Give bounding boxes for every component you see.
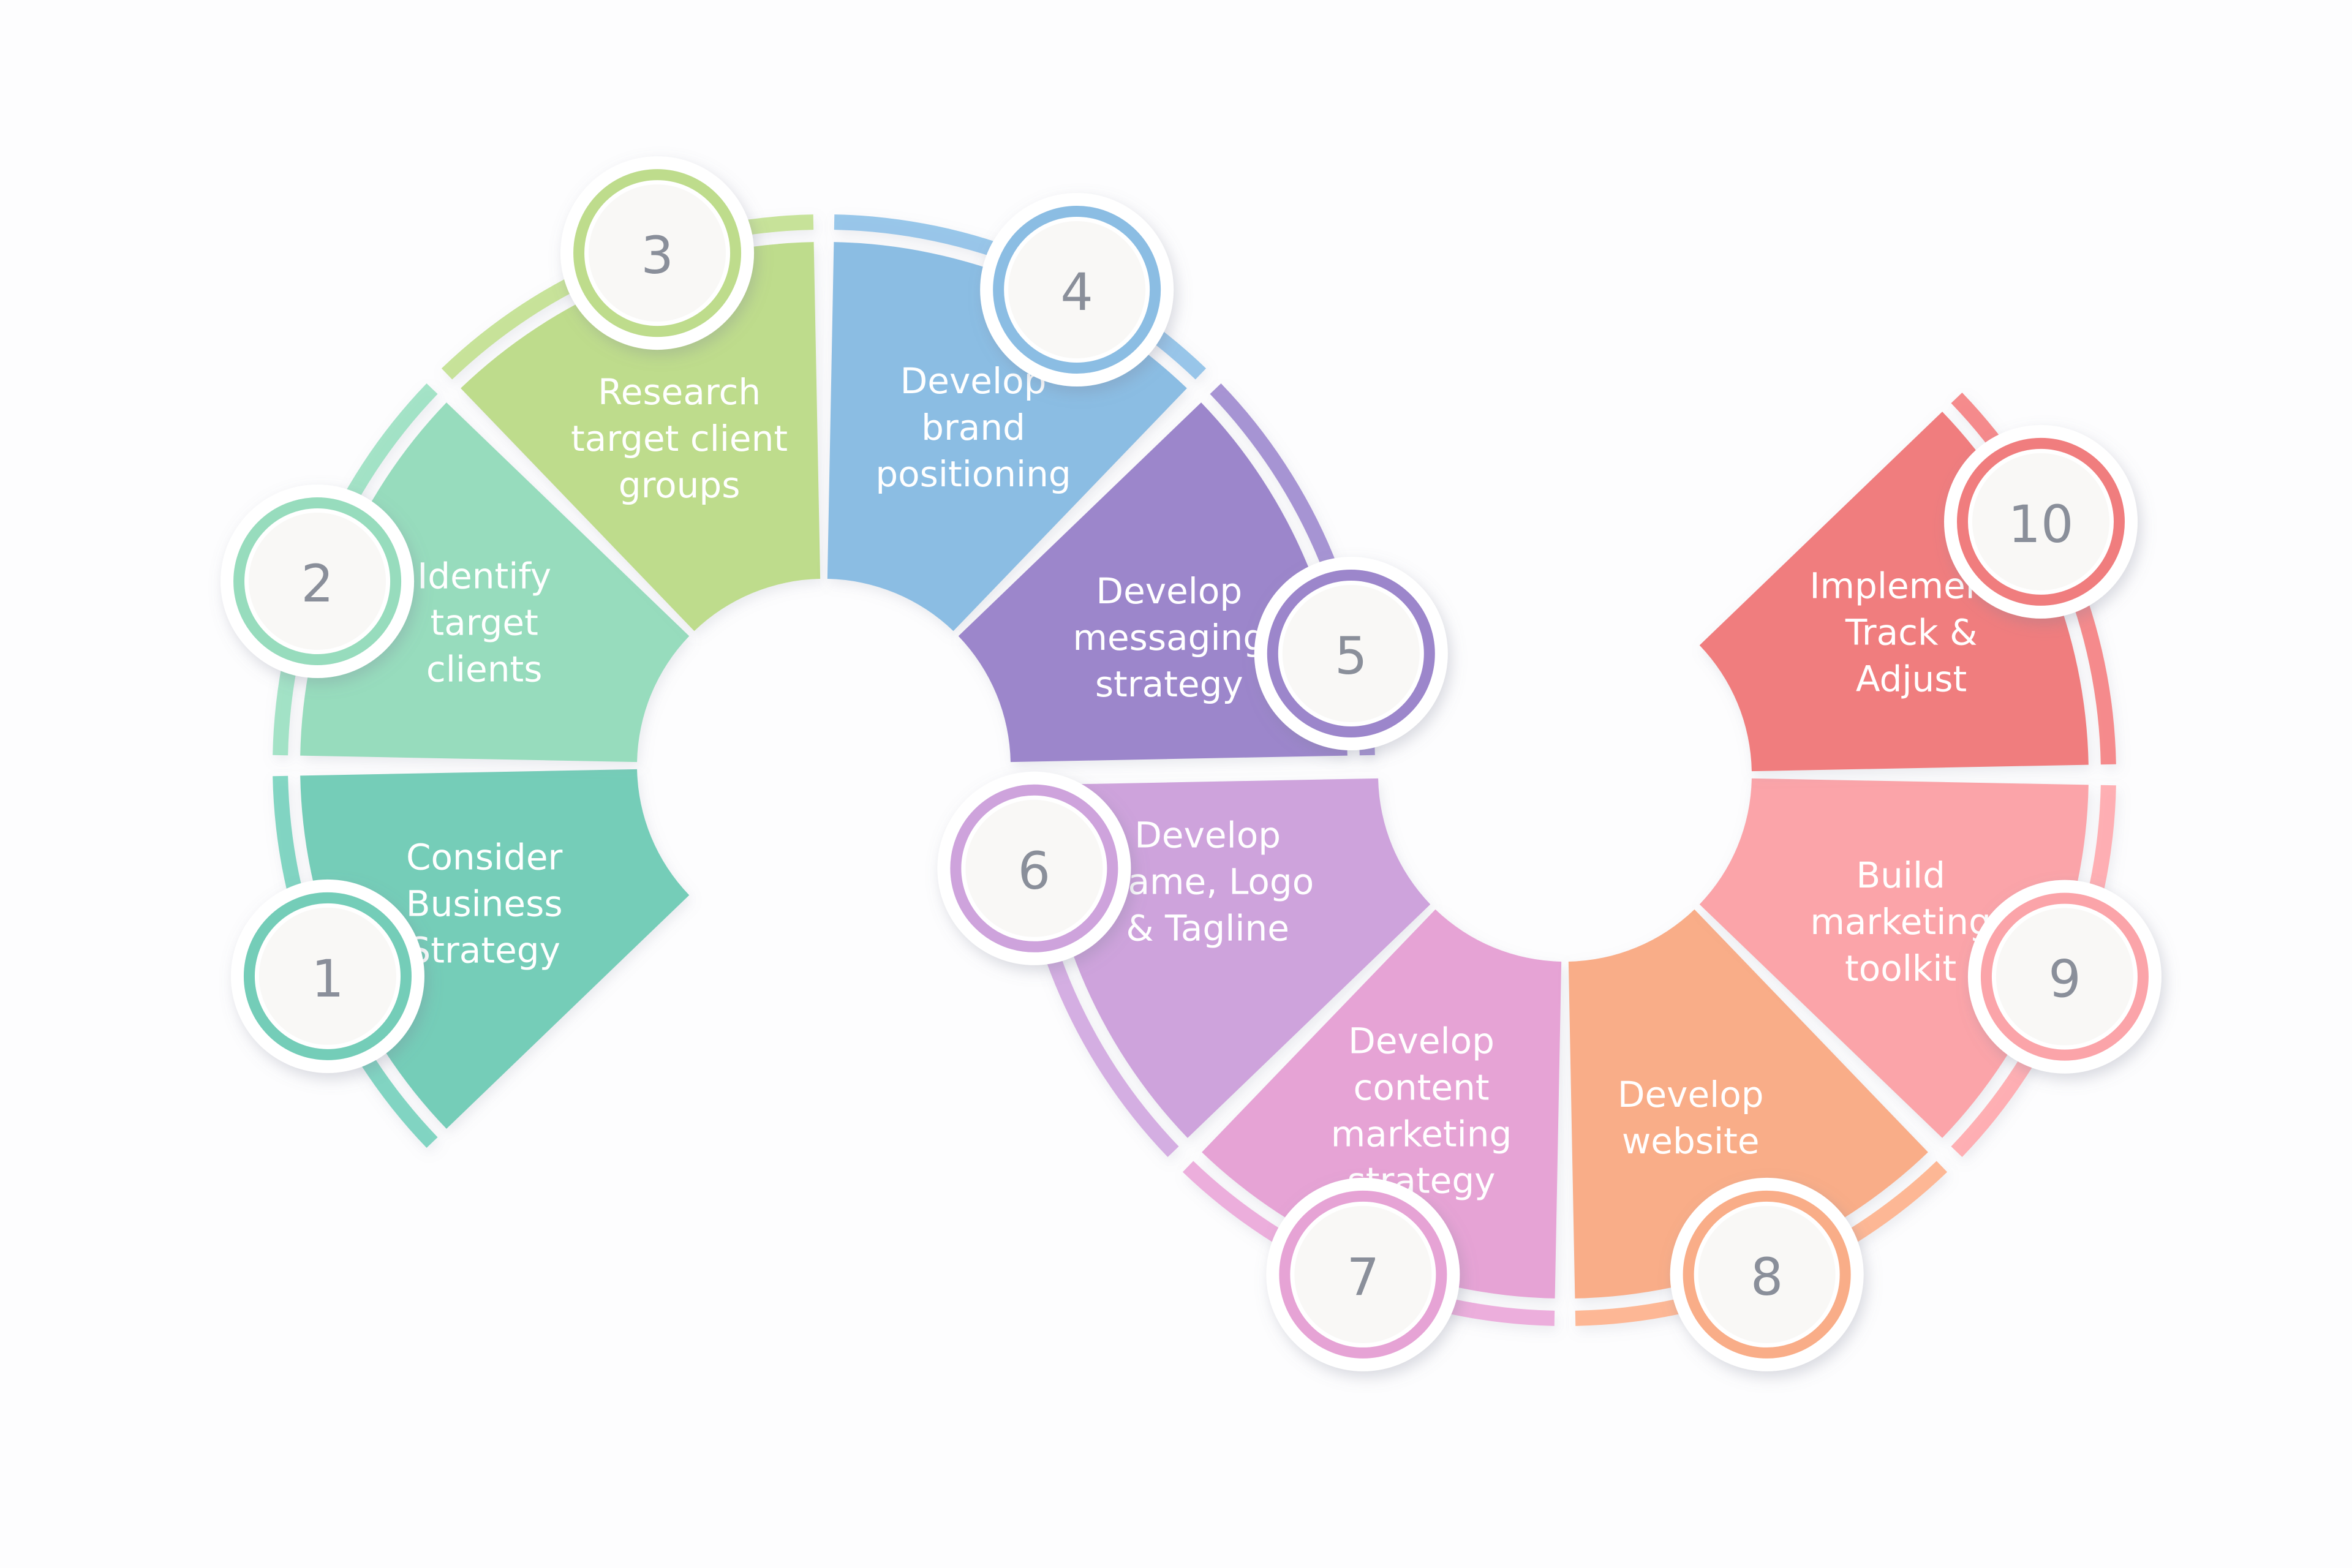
- step-2-label-line: target: [430, 601, 538, 643]
- badges-layer: 1 2 3 4 5 6 7 8 9 10: [221, 156, 2162, 1371]
- step-8-number: 8: [1751, 1247, 1783, 1307]
- step-3-label-line: Research: [598, 371, 761, 413]
- step-6-badge: 6: [937, 771, 1131, 965]
- step-5-badge-face: [1282, 585, 1420, 723]
- step-6-label-line: Develop: [1134, 814, 1281, 856]
- step-6-label-line: Name, Logo: [1101, 861, 1314, 902]
- step-8-badge-face: [1698, 1205, 1836, 1343]
- step-1-rim: [273, 775, 438, 1148]
- step-6-number: 6: [1018, 841, 1050, 901]
- step-3-label: Research target client groups: [571, 371, 788, 506]
- step-10-label-line: Track &: [1845, 612, 1977, 654]
- segments-layer: [273, 214, 2116, 1326]
- step-7-badge-face: [1294, 1205, 1432, 1343]
- step-7-number: 7: [1347, 1247, 1379, 1307]
- step-3-badge: 3: [560, 156, 755, 350]
- step-6-badge-ring: [950, 784, 1118, 952]
- step-9-number: 9: [2048, 949, 2081, 1009]
- step-7-segment: [1182, 909, 1562, 1326]
- step-6-wedge: [1041, 778, 1431, 1138]
- step-9-label: Build marketing toolkit: [1810, 854, 1991, 989]
- step-4-label-line: brand: [921, 407, 1025, 448]
- step-1-label-line: Consider: [406, 837, 563, 878]
- step-9-wedge: [1699, 778, 2089, 1138]
- step-7-label-line: content: [1354, 1066, 1490, 1108]
- step-3-rim: [441, 214, 814, 380]
- step-9-label-line: toolkit: [1845, 948, 1956, 989]
- step-10-badge-face: [1972, 453, 2109, 590]
- step-8-segment: [1568, 909, 1948, 1326]
- step-10-label-line: Adjust: [1856, 658, 1967, 700]
- step-2-badge: 2: [221, 484, 415, 679]
- step-4-label-line: positioning: [875, 453, 1071, 495]
- step-3-segment: [441, 214, 821, 631]
- step-9-badge-face: [1996, 908, 2133, 1046]
- step-3-badge-face: [589, 184, 726, 322]
- step-2-segment: [273, 383, 690, 763]
- step-5-wedge: [958, 402, 1348, 763]
- step-7-badge: 7: [1266, 1177, 1460, 1371]
- step-1-badge-ring: [243, 892, 412, 1060]
- step-2-number: 2: [301, 554, 333, 614]
- step-8-badge: 8: [1670, 1177, 1864, 1371]
- step-3-label-line: target client: [571, 418, 788, 459]
- step-5-label: Develop messaging strategy: [1072, 570, 1265, 705]
- step-10-rim: [1951, 392, 2116, 765]
- step-1-badge-face: [258, 907, 396, 1045]
- step-9-badge: 9: [1967, 880, 2162, 1074]
- step-10-badge: 10: [1943, 424, 2138, 619]
- step-4-number: 4: [1060, 262, 1093, 322]
- step-3-number: 3: [641, 225, 673, 285]
- step-1-number: 1: [311, 949, 344, 1009]
- step-10-badge-ring: [1956, 437, 2125, 606]
- step-8-label-line: Develop: [1618, 1074, 1764, 1115]
- step-6-badge-face: [965, 799, 1103, 937]
- step-5-label-line: Develop: [1096, 570, 1242, 612]
- step-4-badge-ring: [993, 206, 1161, 374]
- step-4-badge: 4: [980, 193, 1174, 387]
- step-3-label-line: groups: [619, 464, 741, 506]
- step-6-label-line: & Tagline: [1126, 907, 1289, 949]
- step-5-label-line: messaging: [1072, 617, 1265, 658]
- step-2-rim: [273, 383, 438, 756]
- step-7-label-line: Develop: [1348, 1020, 1494, 1061]
- step-2-badge-ring: [233, 497, 402, 666]
- step-9-label-line: Build: [1856, 854, 1945, 896]
- step-5-badge: 5: [1254, 557, 1448, 751]
- step-10-number: 10: [2008, 494, 2074, 554]
- step-7-label-line: marketing: [1331, 1113, 1512, 1155]
- step-7-badge-ring: [1279, 1190, 1447, 1359]
- step-8-label-line: website: [1622, 1120, 1760, 1162]
- step-2-wedge: [300, 402, 690, 763]
- step-3-wedge: [461, 242, 821, 631]
- step-1-badge: 1: [230, 879, 424, 1073]
- step-5-number: 5: [1335, 626, 1367, 686]
- step-5-badge-ring: [1267, 570, 1435, 738]
- step-9-rim: [1951, 785, 2116, 1158]
- step-2-label-line: clients: [426, 648, 543, 690]
- step-4-badge-face: [1008, 221, 1146, 359]
- step-9-label-line: marketing: [1810, 901, 1991, 943]
- step-8-wedge: [1568, 909, 1928, 1298]
- step-8-badge-ring: [1683, 1190, 1851, 1359]
- step-5-label-line: strategy: [1095, 663, 1243, 705]
- step-7-rim: [1182, 1161, 1555, 1326]
- step-3-badge-ring: [573, 169, 742, 337]
- step-9-segment: [1699, 778, 2116, 1158]
- step-1-label-line: Strategy: [408, 930, 560, 971]
- step-7-wedge: [1202, 909, 1562, 1298]
- step-8-rim: [1575, 1161, 1948, 1326]
- step-1-label-line: Business: [406, 883, 563, 925]
- step-2-badge-face: [249, 513, 386, 650]
- step-8-label: Develop website: [1618, 1074, 1764, 1162]
- step-9-badge-ring: [1980, 892, 2149, 1061]
- step-2-label-line: Identify: [417, 555, 551, 597]
- step-4-rim: [834, 214, 1207, 380]
